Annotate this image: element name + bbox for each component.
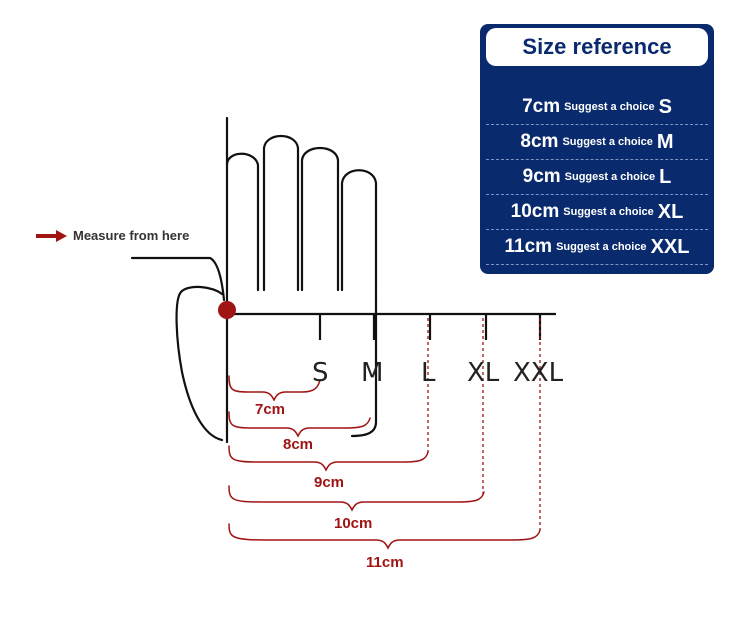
size-reference-row: 8cm Suggest a choice M	[486, 125, 708, 160]
size-letter-l: L	[421, 358, 436, 388]
measure-point-marker	[218, 301, 236, 319]
size-letter-xxl: XXL	[513, 358, 564, 388]
row-suggest: Suggest a choice	[556, 241, 647, 253]
row-size: L	[659, 165, 672, 188]
size-letter-m: M	[361, 358, 383, 388]
size-reference-row: 11cm Suggest a choice XXL	[486, 230, 708, 265]
row-suggest: Suggest a choice	[564, 101, 655, 113]
row-cm: 11cm	[504, 236, 553, 257]
hand-outline	[130, 116, 378, 444]
row-size: S	[658, 95, 672, 118]
cm-label-8: 8cm	[283, 436, 313, 453]
size-reference-row: 10cm Suggest a choice XL	[486, 195, 708, 230]
arrow-right-icon	[36, 230, 67, 242]
brace-7cm	[228, 375, 321, 402]
cm-label-10: 10cm	[334, 515, 372, 532]
measurement-braces	[228, 375, 541, 550]
brace-9cm	[228, 445, 429, 472]
cm-label-11: 11cm	[366, 554, 404, 571]
size-reference-header: Size reference	[486, 28, 708, 66]
row-suggest: Suggest a choice	[563, 206, 654, 218]
cm-label-7: 7cm	[255, 401, 285, 418]
row-cm: 7cm	[522, 96, 561, 117]
brace-11cm	[228, 523, 541, 550]
measure-ruler	[227, 312, 556, 340]
row-cm: 10cm	[510, 201, 560, 222]
size-reference-title: Size reference	[522, 34, 672, 59]
size-reference-panel: Size reference 7cm Suggest a choice S 8c…	[480, 24, 714, 274]
row-size: XL	[657, 200, 684, 223]
row-cm: 9cm	[522, 166, 561, 187]
brace-10cm	[228, 485, 485, 512]
row-size: M	[656, 130, 674, 153]
size-drop-lines	[427, 318, 541, 530]
cm-label-9: 9cm	[314, 474, 344, 491]
size-reference-row: 7cm Suggest a choice S	[486, 90, 708, 125]
brace-8cm	[228, 411, 371, 438]
size-letter-xl: XL	[467, 358, 500, 388]
row-cm: 8cm	[520, 131, 559, 152]
size-reference-row: 9cm Suggest a choice L	[486, 160, 708, 195]
row-suggest: Suggest a choice	[562, 136, 653, 148]
row-size: XXL	[650, 235, 690, 258]
size-letter-s: S	[312, 358, 329, 388]
row-suggest: Suggest a choice	[564, 171, 656, 183]
measure-from-here-label: Measure from here	[73, 228, 189, 243]
